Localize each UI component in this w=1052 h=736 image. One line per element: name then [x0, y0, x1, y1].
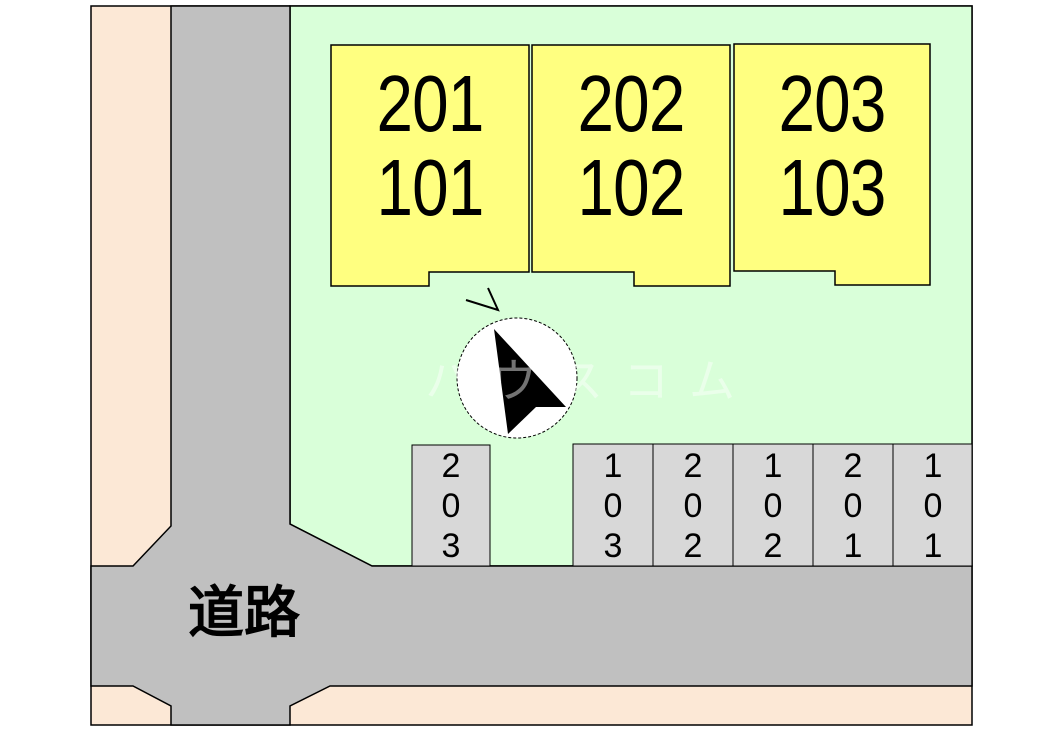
building-label-upper-1: 201 — [376, 59, 484, 148]
parking-space-203-left — [411, 444, 491, 567]
parking-label: 2 0 1 — [843, 447, 863, 565]
building-1 — [330, 44, 530, 287]
parking-space-101 — [892, 443, 973, 567]
parking-label: 2 0 2 — [683, 447, 703, 565]
parking-space-201 — [812, 443, 894, 567]
building-label-lower-3: 103 — [778, 143, 886, 232]
parking-label: 2 0 3 — [441, 447, 461, 565]
parking-label: 1 0 1 — [923, 447, 943, 565]
road — [90, 5, 973, 726]
building-label-lower-2: 102 — [577, 143, 685, 232]
road-label: 道路 — [188, 581, 300, 646]
parking-label: 1 0 2 — [763, 447, 783, 565]
building-label-upper-2: 202 — [577, 59, 685, 148]
parking-space-103 — [572, 443, 654, 567]
parking-space-102 — [732, 443, 814, 567]
building-3 — [733, 43, 931, 286]
parking-label: 1 0 3 — [603, 447, 623, 565]
building-label-upper-3: 203 — [778, 59, 886, 148]
building-2 — [531, 44, 731, 287]
watermark: ハウスコム — [425, 354, 755, 408]
building-label-lower-1: 101 — [376, 143, 484, 232]
parking-space-202 — [652, 443, 734, 567]
north-arrow-icon — [456, 287, 578, 439]
